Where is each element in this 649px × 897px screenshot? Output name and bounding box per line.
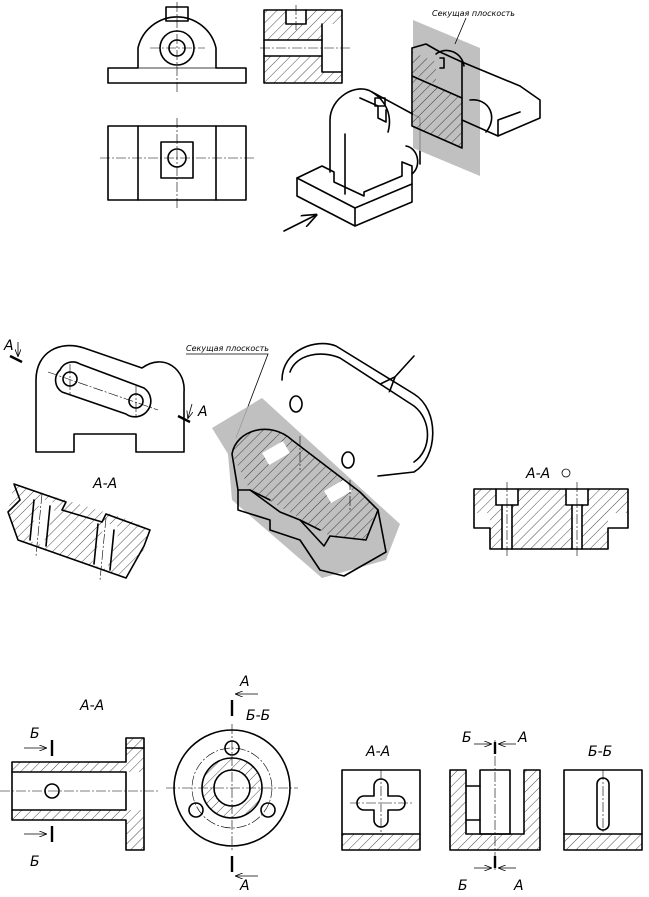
fig3-right-middle: Б А Б А: [449, 730, 541, 894]
fig3-left-section: А-А Б Б: [0, 698, 158, 870]
fig2-section-aa: А-А: [7, 476, 151, 581]
fig1-plane-label: Секущая плоскость: [432, 9, 515, 18]
fig2-plane-label: Секущая плоскость: [186, 344, 269, 353]
fig2-iso-upper: [281, 342, 434, 477]
fig2-front-view: А А: [3, 338, 208, 453]
fig3-round-a-bottom: А: [239, 878, 250, 894]
fig3-left-title: А-А: [79, 698, 104, 714]
fig2: А А А-А Секущая плоскость: [3, 338, 629, 581]
fig2-section-aa-rot-title: А-А: [525, 466, 550, 482]
fig2-mark-a-left: А: [3, 338, 14, 354]
fig1: Секущая плоскость: [100, 2, 541, 232]
fig2-mark-a-right: А: [197, 404, 208, 420]
fig1-isometric-part: [283, 88, 421, 232]
fig3-round-bb-title: Б-Б: [246, 708, 270, 724]
fig3-mid-a-top: А: [517, 730, 528, 746]
rotation-sign-icon: [561, 468, 571, 478]
fig2-section-aa-rotated: А-А: [473, 466, 629, 556]
fig3-round-view: А Б-Б А: [166, 674, 298, 894]
fig3-mid-b-bottom: Б: [458, 878, 468, 894]
fig3: А-А Б Б А Б-Б А: [0, 674, 643, 894]
fig3-right-aa: А-А: [341, 744, 421, 851]
fig3-right-bb: Б-Б: [563, 744, 643, 851]
fig3-round-a-top: А: [239, 674, 250, 690]
fig3-mid-a-bottom: А: [513, 878, 524, 894]
fig1-leader: [454, 17, 467, 45]
fig3-left-b-top: Б: [30, 726, 40, 742]
fig1-section-piece: [411, 43, 541, 149]
fig3-right-bb-title: Б-Б: [588, 744, 612, 760]
fig1-side-section: [260, 5, 350, 84]
fig1-top-view: [100, 118, 255, 208]
fig2-section-aa-title: А-А: [92, 476, 117, 492]
fig3-right-aa-title: А-А: [365, 744, 390, 760]
fig2-iso-section: [231, 428, 387, 577]
fig3-left-b-bottom: Б: [30, 854, 40, 870]
fig3-mid-b-top: Б: [462, 730, 472, 746]
fig1-front-view: [107, 2, 247, 92]
